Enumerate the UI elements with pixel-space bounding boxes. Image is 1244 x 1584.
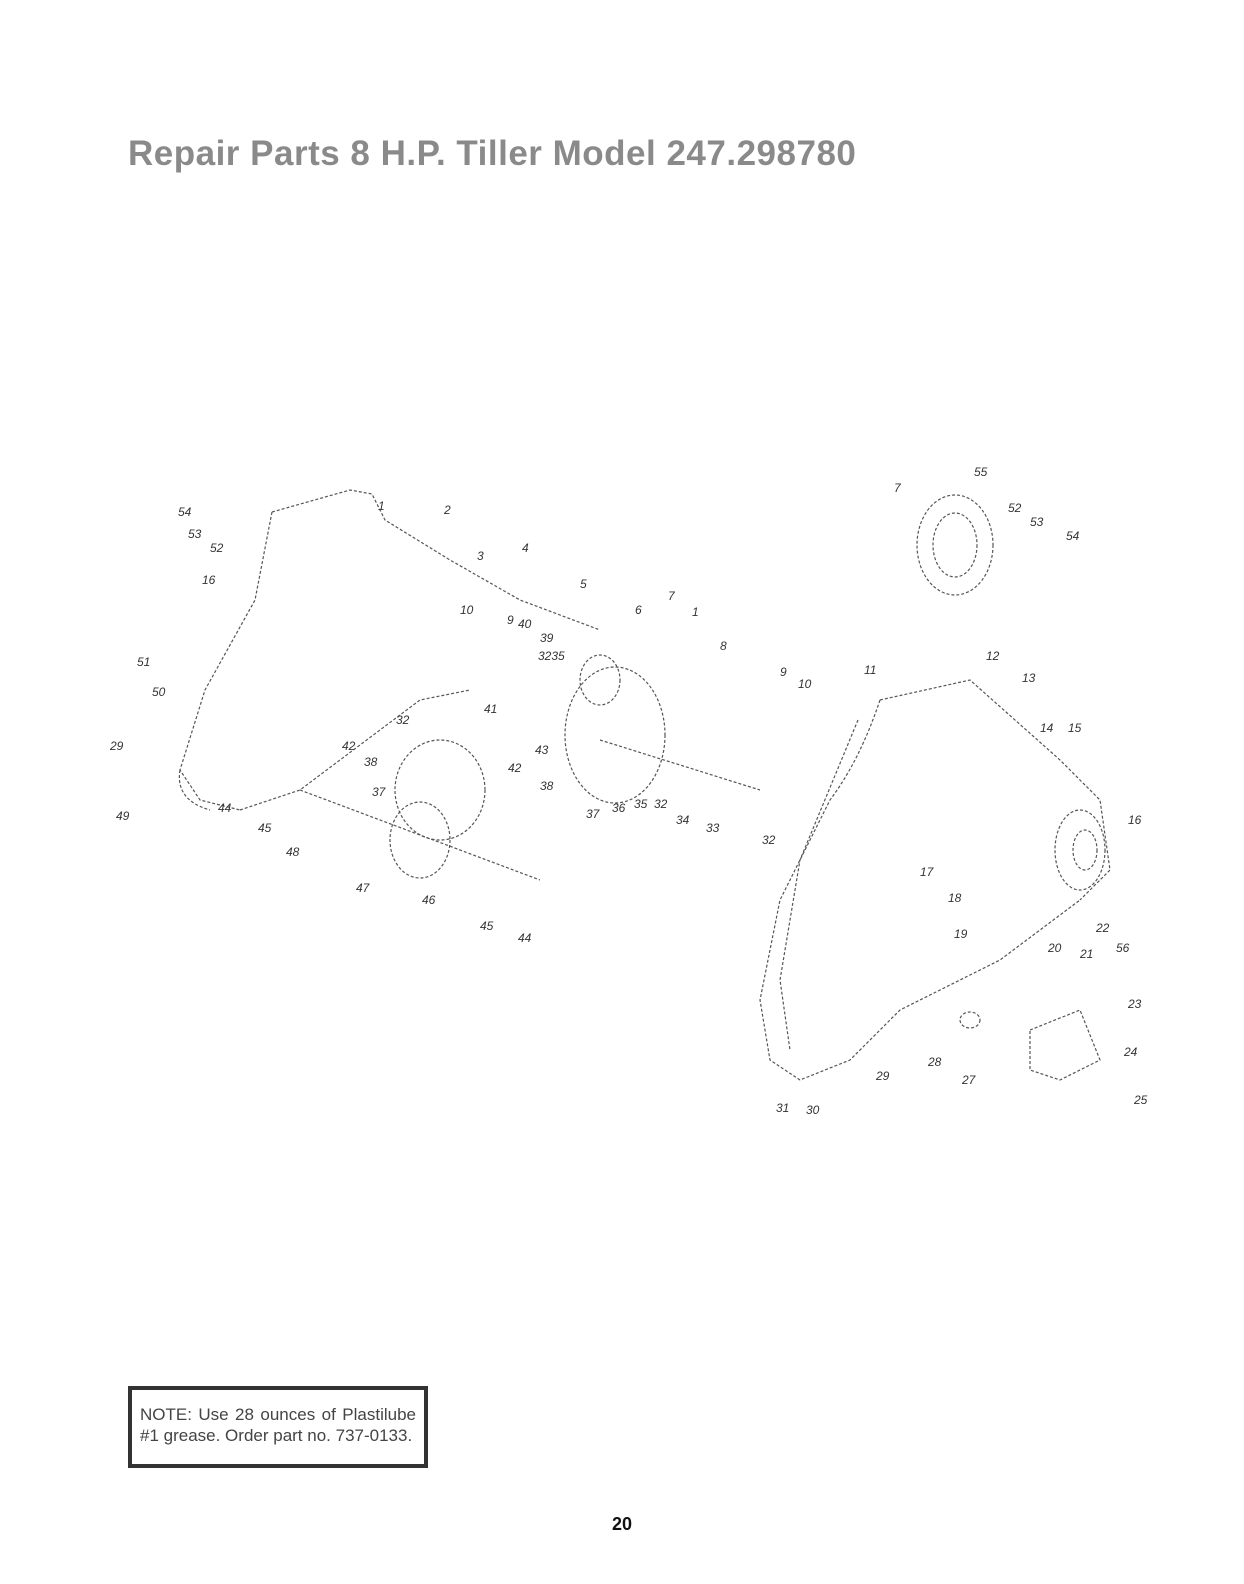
- callout-1: 1: [692, 605, 699, 619]
- callout-16: 16: [202, 573, 216, 587]
- callout-36: 36: [612, 801, 626, 815]
- callout-12: 12: [986, 649, 1000, 663]
- callout-23: 23: [1127, 997, 1142, 1011]
- callout-45: 45: [258, 821, 272, 835]
- callout-32: 32: [762, 833, 776, 847]
- callout-35: 35: [634, 797, 648, 811]
- callout-43: 43: [535, 743, 549, 757]
- callout-24: 24: [1123, 1045, 1138, 1059]
- callout-8: 8: [720, 639, 727, 653]
- callout-19: 19: [954, 927, 968, 941]
- callout-3: 3: [477, 549, 484, 563]
- callout-10: 10: [460, 603, 474, 617]
- callout-21: 21: [1079, 947, 1093, 961]
- callout-51: 51: [137, 655, 150, 669]
- callout-6: 6: [635, 603, 642, 617]
- callout-32: 32: [396, 713, 410, 727]
- grease-note: NOTE: Use 28 ounces of Plastilube #1 gre…: [128, 1386, 428, 1468]
- callout-56: 56: [1116, 941, 1130, 955]
- callout-9: 9: [780, 665, 787, 679]
- callout-39: 39: [540, 631, 554, 645]
- callout-44: 44: [518, 931, 532, 945]
- callout-3235: 3235: [538, 649, 565, 663]
- callout-37: 37: [372, 785, 387, 799]
- page-title: Repair Parts 8 H.P. Tiller Model 247.298…: [128, 134, 857, 173]
- callout-29: 29: [875, 1069, 890, 1083]
- callout-33: 33: [706, 821, 720, 835]
- callout-45: 45: [480, 919, 494, 933]
- callout-55: 55: [974, 465, 988, 479]
- callout-31: 31: [776, 1101, 789, 1115]
- callout-17: 17: [920, 865, 935, 879]
- callout-14: 14: [1040, 721, 1054, 735]
- callout-42: 42: [508, 761, 522, 775]
- page-number: 20: [611, 1514, 633, 1534]
- callout-4: 4: [522, 541, 529, 555]
- callout-22: 22: [1095, 921, 1110, 935]
- callout-40: 40: [518, 617, 532, 631]
- callout-9: 9: [507, 613, 514, 627]
- callout-41: 41: [484, 702, 497, 716]
- callout-53: 53: [1030, 515, 1044, 529]
- callout-47: 47: [356, 881, 371, 895]
- callout-42: 42: [342, 739, 356, 753]
- callout-46: 46: [422, 893, 436, 907]
- callout-54: 54: [178, 505, 192, 519]
- callout-38: 38: [540, 779, 554, 793]
- callout-30: 30: [806, 1103, 820, 1117]
- callout-25: 25: [1133, 1093, 1148, 1107]
- callout-10: 10: [798, 677, 812, 691]
- callout-52: 52: [1008, 501, 1022, 515]
- callout-37: 37: [586, 807, 601, 821]
- callout-13: 13: [1022, 671, 1036, 685]
- callout-53: 53: [188, 527, 202, 541]
- callout-18: 18: [948, 891, 962, 905]
- callout-2: 2: [443, 503, 451, 517]
- callout-11: 11: [864, 663, 876, 677]
- callout-38: 38: [364, 755, 378, 769]
- callout-27: 27: [961, 1073, 977, 1087]
- callout-32: 32: [654, 797, 668, 811]
- callout-34: 34: [676, 813, 690, 827]
- callout-44: 44: [218, 801, 232, 815]
- callout-5: 5: [580, 577, 587, 591]
- callout-20: 20: [1047, 941, 1062, 955]
- callout-49: 49: [116, 809, 130, 823]
- callout-1: 1: [378, 499, 385, 513]
- callout-16: 16: [1128, 813, 1142, 827]
- callout-52: 52: [210, 541, 224, 555]
- callout-7: 7: [894, 481, 902, 495]
- callout-50: 50: [152, 685, 166, 699]
- callout-54: 54: [1066, 529, 1080, 543]
- callout-7: 7: [668, 589, 676, 603]
- callout-15: 15: [1068, 721, 1082, 735]
- callout-28: 28: [927, 1055, 942, 1069]
- callout-29: 29: [109, 739, 124, 753]
- diagram-linework: [178, 489, 1111, 1081]
- callout-48: 48: [286, 845, 300, 859]
